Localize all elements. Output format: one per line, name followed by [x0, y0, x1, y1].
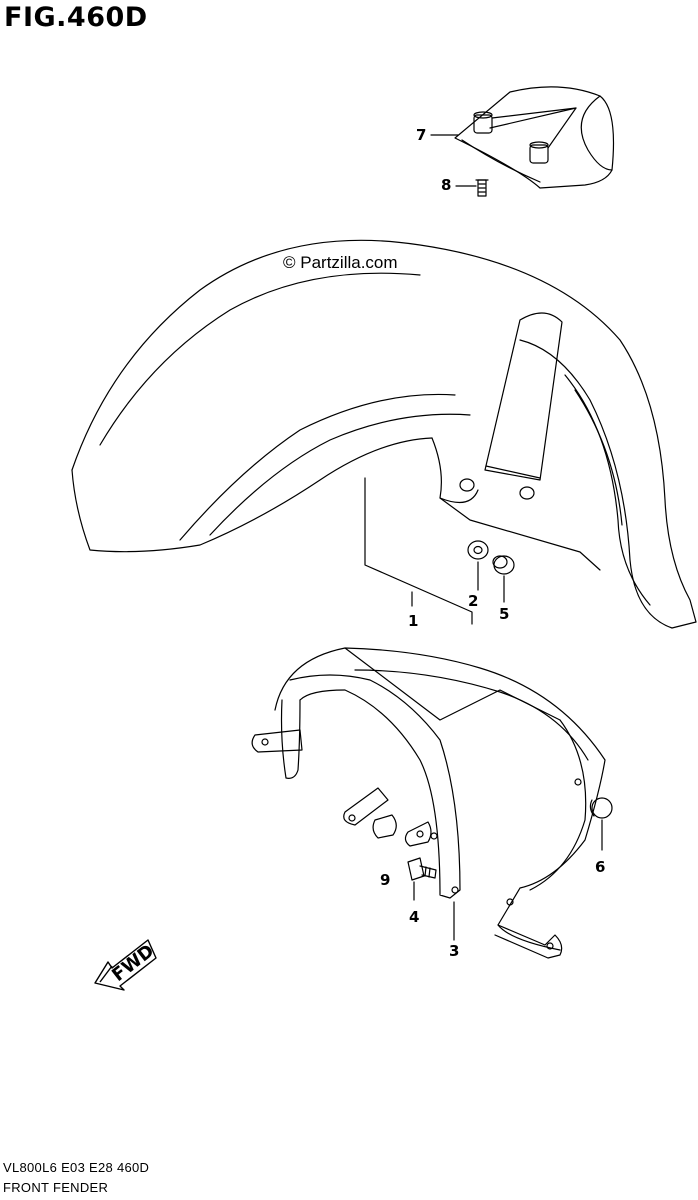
callout-8: 8: [441, 176, 452, 194]
forward-direction-arrow: [94, 939, 157, 991]
grommet-part: [589, 797, 613, 851]
callout-1: 1: [408, 612, 419, 630]
fender-brace-part: [251, 647, 606, 959]
callout-7: 7: [416, 126, 427, 144]
callout-3: 3: [449, 942, 460, 960]
washer-part: [467, 540, 489, 591]
fender-cover-part: [454, 86, 615, 189]
fwd-label: FWD: [108, 940, 158, 986]
callout-4: 4: [409, 908, 420, 926]
callout-5: 5: [499, 605, 510, 623]
callout-6: 6: [595, 858, 606, 876]
callout-2: 2: [468, 592, 479, 610]
figure-title: FIG.460D: [4, 2, 148, 33]
callout-9: 9: [380, 871, 391, 889]
figure-caption: FRONT FENDER: [3, 1180, 109, 1195]
front-fender-part: [71, 239, 697, 629]
nut-part: [492, 555, 515, 603]
bolt-part: [407, 857, 437, 901]
screw-part: [475, 179, 489, 197]
figure-code: VL800L6 E03 E28 460D: [3, 1160, 150, 1175]
watermark-text: © Partzilla.com: [283, 253, 398, 272]
